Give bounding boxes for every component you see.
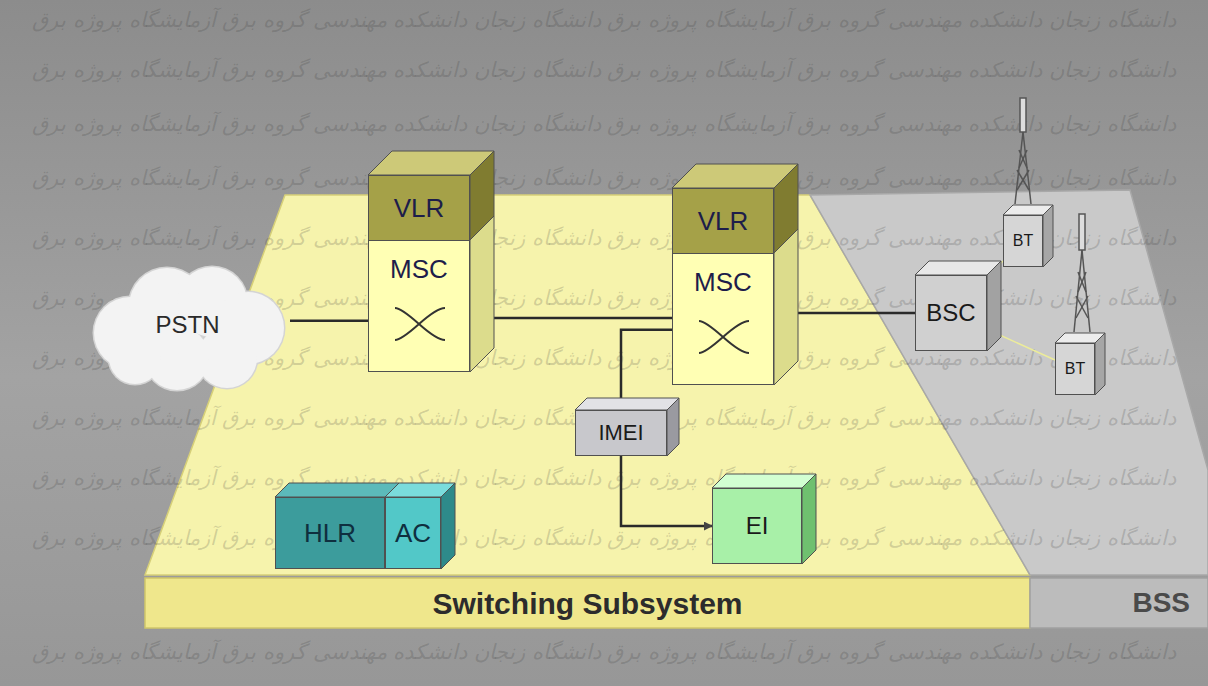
antenna-top <box>1020 98 1026 132</box>
watermark-text: دانشگاه زنجان دانشکده مهندسی گروه برق آز… <box>32 640 1175 664</box>
equipment-box: BT <box>1055 343 1095 395</box>
node-label: BT <box>1065 360 1085 378</box>
switch-center-box: VLR MSC <box>672 188 774 385</box>
node-label: BSS <box>1132 588 1190 619</box>
box-side-face <box>470 216 494 372</box>
watermark-row: دانشگاه زنجان دانشکده مهندسی گروه برق آز… <box>0 526 1208 550</box>
node-label: PSTN <box>155 312 219 338</box>
node-label: BT <box>1013 232 1033 250</box>
box-side-face <box>667 398 679 456</box>
watermark-row: دانشگاه زنجان دانشکده مهندسی گروه برق آز… <box>0 640 1208 664</box>
switch-symbol <box>693 313 753 357</box>
watermark-row: دانشگاه زنجان دانشکده مهندسی گروه برق آز… <box>0 8 1208 32</box>
msc-part: MSC <box>673 254 773 384</box>
vlr-part: VLR <box>673 189 773 254</box>
network-cloud: PSTN <box>85 258 290 393</box>
vlr-part: VLR <box>369 176 469 241</box>
equipment-box: IMEI <box>575 410 667 456</box>
cloud-puff <box>109 332 161 384</box>
node-label: Switching Subsystem <box>432 587 742 620</box>
box-side-face <box>1095 333 1105 395</box>
box-top-face <box>275 483 399 497</box>
box-top-face <box>712 474 816 488</box>
subsystem-plane: BSS BSC BT BT <box>800 185 1208 630</box>
watermark-row: دانشگاه زنجان دانشکده مهندسی گروه برق آز… <box>0 112 1208 136</box>
switch-center-box: VLR MSC <box>368 175 470 372</box>
box-side-face <box>987 261 1001 351</box>
node-label: BSC <box>926 300 975 326</box>
mast-brace <box>1019 150 1027 168</box>
connector <box>290 320 368 323</box>
switch-cross <box>395 308 445 340</box>
equipment-box: EI <box>712 488 802 564</box>
plane-face <box>810 190 1208 575</box>
box-top-face <box>575 398 679 410</box>
equipment-box: AC <box>385 497 441 569</box>
node-label: VLR <box>394 194 445 223</box>
box-side-face <box>802 474 816 564</box>
box-side-face <box>441 483 455 569</box>
watermark-text: دانشگاه زنجان دانشکده مهندسی گروه برق آز… <box>32 466 1175 490</box>
subsystem-plane: Switching Subsystem VLR MSC VLR MSC IMEI EI HLR… <box>140 185 1040 630</box>
plane-face <box>145 578 1030 628</box>
equipment-box: HLR <box>275 497 385 569</box>
node-label: VLR <box>698 207 749 236</box>
watermark-text: دانشگاه زنجان دانشکده مهندسی گروه برق آز… <box>32 166 1175 190</box>
node-label: HLR <box>304 519 356 548</box>
watermark-text: دانشگاه زنجان دانشکده مهندسی گروه برق آز… <box>32 58 1175 82</box>
antenna-top <box>1079 214 1085 250</box>
plane-label-holder: Switching Subsystem <box>145 578 1030 628</box>
equipment-box: BSC <box>915 275 987 351</box>
node-label: AC <box>395 519 431 548</box>
node-label: MSC <box>390 255 448 284</box>
equipment-box: BT <box>1003 215 1043 267</box>
watermark-text: دانشگاه زنجان دانشکده مهندسی گروه برق آز… <box>32 526 1175 550</box>
plane-face <box>1030 578 1208 628</box>
box-side-face <box>774 229 798 385</box>
node-label: IMEI <box>598 421 643 445</box>
switch-cross <box>699 321 749 353</box>
watermark-text: دانشگاه زنجان دانشکده مهندسی گروه برق آز… <box>32 112 1175 136</box>
node-label: MSC <box>694 268 752 297</box>
mast-brace <box>1019 150 1027 168</box>
watermark-row: دانشگاه زنجان دانشکده مهندسی گروه برق آز… <box>0 58 1208 82</box>
box-top-face <box>915 261 1001 275</box>
node-label: EI <box>746 513 769 539</box>
watermark-text: دانشگاه زنجان دانشکده مهندسی گروه برق آز… <box>32 8 1175 32</box>
plane-label-holder: BSS <box>1030 578 1198 628</box>
watermark-row: دانشگاه زنجان دانشکده مهندسی گروه برق آز… <box>0 466 1208 490</box>
box-side-face <box>1043 205 1053 267</box>
connector <box>470 317 672 320</box>
msc-part: MSC <box>369 241 469 371</box>
switch-symbol <box>389 300 449 344</box>
